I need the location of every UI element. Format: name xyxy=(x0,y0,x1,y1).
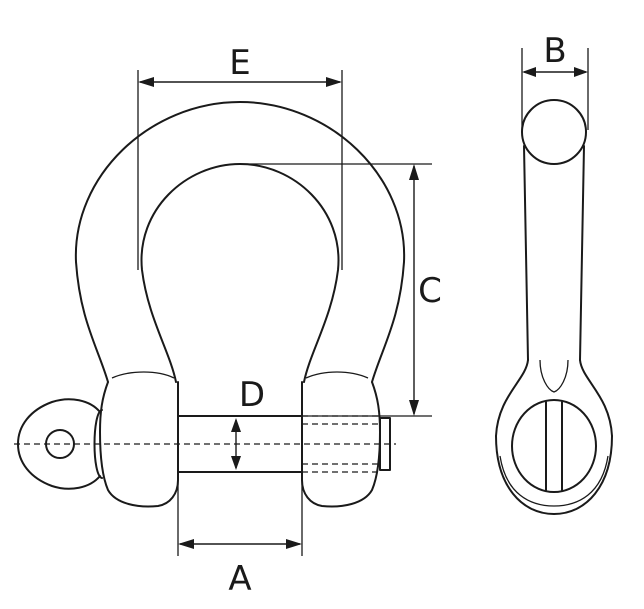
dimension-d-arrow-bottom xyxy=(231,456,241,470)
left-lug xyxy=(99,381,179,508)
side-eye-lower-ring xyxy=(499,455,609,507)
dimension-a-label: A xyxy=(228,559,251,599)
side-rail-right xyxy=(579,145,585,361)
side-eye-hole xyxy=(511,399,597,493)
dimension-d-arrow-top xyxy=(231,418,241,432)
dimension-c-label: C xyxy=(418,271,442,311)
dimension-b-arrow-left xyxy=(522,67,536,77)
right-lug xyxy=(301,381,381,508)
dimension-b-arrow-right xyxy=(574,67,588,77)
dimension-a-arrow-left xyxy=(178,539,194,549)
dimension-e-arrow-left xyxy=(138,77,154,87)
side-view: B xyxy=(495,31,613,515)
shackle-bow-inner xyxy=(140,163,340,383)
dimension-d-label: D xyxy=(239,375,265,415)
side-eye-outer xyxy=(495,435,613,515)
front-view: E C D A xyxy=(14,43,442,599)
dimension-a-arrow-right xyxy=(286,539,302,549)
side-neck-right xyxy=(579,359,613,437)
right-lug-collar xyxy=(305,371,369,379)
left-lug-collar xyxy=(111,371,175,379)
dimension-c-arrow-bottom xyxy=(409,400,419,416)
dimension-c-arrow-top xyxy=(409,164,419,180)
shackle-bow-outer xyxy=(74,101,406,383)
side-neck xyxy=(495,359,529,437)
bow-cross-section xyxy=(521,99,587,165)
dimension-b-label: B xyxy=(543,31,566,71)
side-neck-inner xyxy=(539,359,569,393)
side-pin-slot xyxy=(545,401,563,491)
dimension-e-arrow-right xyxy=(326,77,342,87)
side-rail-left xyxy=(523,145,529,361)
dimension-e-label: E xyxy=(229,43,250,83)
